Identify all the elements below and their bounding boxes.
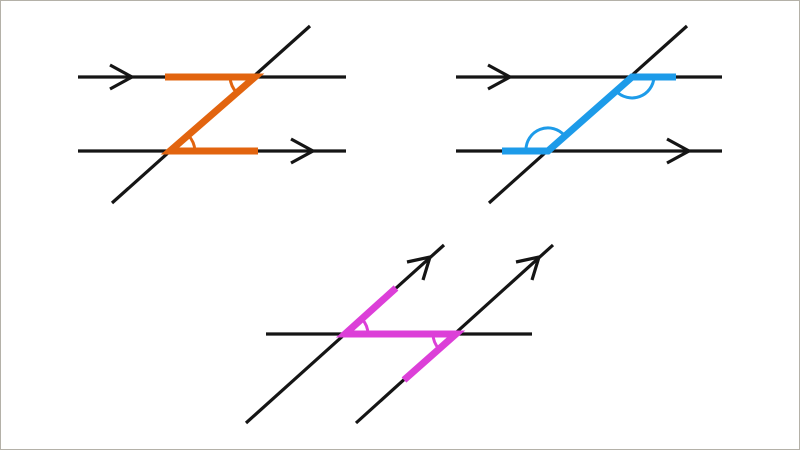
z-angles-diagram xyxy=(78,24,346,205)
parallel-arrow-icon xyxy=(406,254,433,281)
f-angles-diagram xyxy=(456,24,722,205)
angle-arc-top xyxy=(228,76,239,95)
angle-arc-right xyxy=(431,333,441,351)
z-angles-parallel-transversals-diagram xyxy=(244,243,555,425)
angle-arc-bottom xyxy=(524,126,567,152)
z-shape-highlight xyxy=(160,73,265,155)
parallel-arrow-icon xyxy=(487,63,514,91)
angle-arc-left xyxy=(360,317,370,335)
parallel-arrow-icon xyxy=(515,254,542,281)
angle-arc-bottom xyxy=(186,133,197,152)
parallel-arrow-icon xyxy=(666,137,693,165)
angle-arc-top xyxy=(614,76,656,100)
parallel-arrow-icon xyxy=(109,63,136,91)
parallel-arrow-icon xyxy=(290,137,317,165)
z-shape-highlight xyxy=(335,285,466,383)
